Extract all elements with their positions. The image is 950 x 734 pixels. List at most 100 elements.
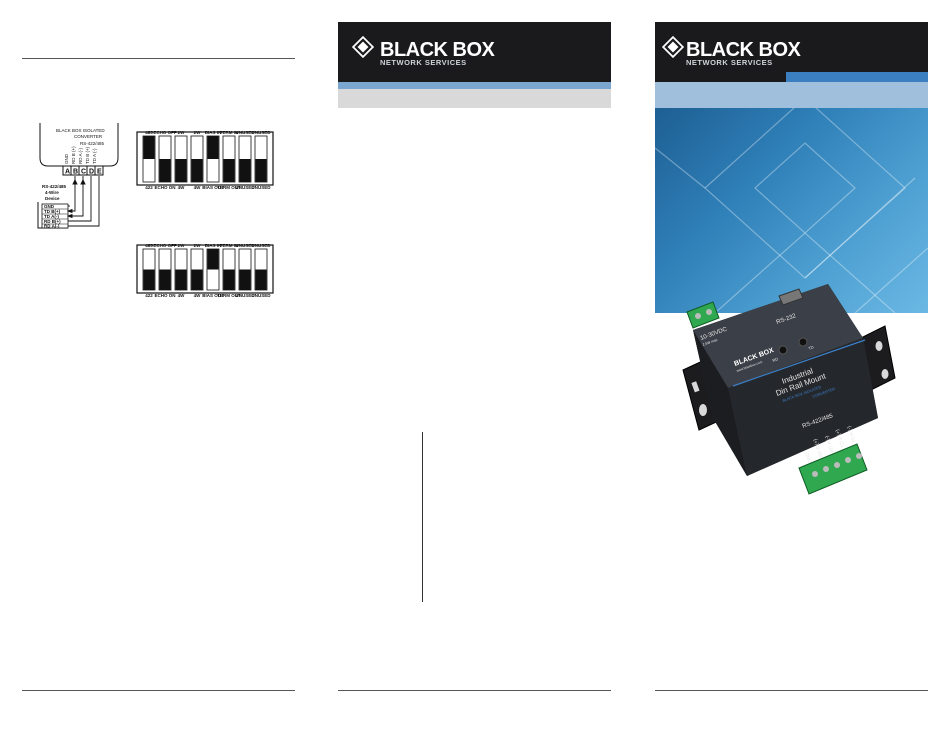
switch-lever xyxy=(143,269,155,290)
switch-bottom-label: 422 xyxy=(145,185,153,190)
switch-lever xyxy=(207,136,219,159)
terminal-c: C xyxy=(81,169,86,176)
switch-bottom-label: UNUSED xyxy=(251,185,271,190)
device-label-2: 4-Wire xyxy=(45,190,59,195)
switch-top-label: BIAS IN xyxy=(205,243,222,248)
switch-bottom-label: ECHO ON xyxy=(154,185,175,190)
vertical-rule xyxy=(422,432,423,602)
switch-bottom-label: 4W xyxy=(194,185,202,190)
rd-label: RD xyxy=(772,356,779,363)
bottom-pin-3: RD A (-) xyxy=(824,434,836,453)
cover-brand-logo-sub: NETWORK SERVICES xyxy=(686,58,773,67)
rd-led xyxy=(778,345,788,355)
black-box-diamond-icon xyxy=(352,36,374,58)
power-terminal xyxy=(686,301,720,329)
device-pin-2: TD B(+) xyxy=(44,209,61,214)
terminal-block: A B C D E xyxy=(62,165,104,176)
gray-band xyxy=(338,89,611,108)
cover-brand-logo-text: BLACK BOX xyxy=(686,39,801,61)
switch-bottom-label: UNUSED xyxy=(235,293,255,298)
device-body xyxy=(693,284,878,476)
switch-bottom-label: 4W xyxy=(194,293,202,298)
top-rule xyxy=(22,58,295,59)
switch-bottom-label: BIAS OUT xyxy=(202,185,224,190)
switch-lever xyxy=(175,269,187,290)
switch-top-label: TERM IN xyxy=(220,130,239,135)
brand-logo-text: BLACK BOX xyxy=(380,39,495,61)
switch-top-label: UNUSED xyxy=(235,130,255,135)
switch-top-label: ECHO OFF xyxy=(153,243,177,248)
module-label: RS-422/485 xyxy=(80,141,105,146)
black-box-diamond-icon xyxy=(662,36,684,58)
cover-accent-band xyxy=(786,72,928,82)
switch-lever xyxy=(207,249,219,270)
pin-text-4: TD B (+) xyxy=(85,146,90,164)
switch-top-label: UNUSED xyxy=(235,243,255,248)
switch-bottom-label: UNUSED xyxy=(235,185,255,190)
rs232-connector xyxy=(778,288,804,306)
terminal-d: D xyxy=(89,169,94,176)
switch-top-label: TERM IN xyxy=(220,243,239,248)
left-bottom-rule xyxy=(22,690,295,691)
switch-lever xyxy=(191,159,203,182)
panel-right: BLACK BOX NETWORK SERVICES xyxy=(633,0,950,734)
switch-lever xyxy=(239,159,251,182)
switch-lever xyxy=(159,159,171,182)
switch-top-label: 485 xyxy=(145,130,153,135)
wires xyxy=(66,176,100,227)
switch-top-label: BIAS IN xyxy=(205,130,222,135)
device-label-1: RS-422/485 xyxy=(42,184,67,189)
product-line-4: CONVERTER xyxy=(812,387,836,399)
switch-lever xyxy=(159,269,171,290)
switch-top-label: 2W xyxy=(178,243,186,248)
switch-top-label: 2W xyxy=(194,130,202,135)
switch-lever xyxy=(175,159,187,182)
switch-bottom-label: 422 xyxy=(145,293,153,298)
device-pin-4: RD B(+) xyxy=(44,219,61,224)
converter-module: BLACK BOX ISOLATED CONVERTER RS-422/485 … xyxy=(39,123,119,167)
switch-lever xyxy=(255,269,267,290)
td-label: TD xyxy=(808,344,815,351)
switch-top-label: UNUSED xyxy=(251,130,271,135)
power-sub: 2.5W max xyxy=(702,338,718,347)
switch-bottom-label: 4W xyxy=(178,185,186,190)
switch-top-label: 2W xyxy=(178,130,186,135)
switch-bottom-label: TERM OUT xyxy=(217,293,241,298)
terminal-b: B xyxy=(73,169,78,176)
diamond-pattern xyxy=(655,108,928,313)
pin-text-1: GND xyxy=(64,153,69,164)
td-led xyxy=(798,337,808,347)
bottom-pin-5: TD A (-) xyxy=(846,425,858,444)
wiring-diagram: BLACK BOX ISOLATED CONVERTER RS-422/485 … xyxy=(37,123,274,298)
device-pin-box: GND TD B(+) TD A(-) RD B(+) RD A(-) xyxy=(37,202,69,229)
switch-bottom-label: BIAS OUT xyxy=(202,293,224,298)
switch-bottom-label: UNUSED xyxy=(251,293,271,298)
pin-text-2: RD B (+) xyxy=(71,146,76,164)
product-photo: 10-30VDC 2.5W max RS-232 BLACK BOX www.b… xyxy=(682,284,896,495)
cover-light-band xyxy=(655,82,928,108)
switch-bottom-label: ECHO ON xyxy=(154,293,175,298)
device-pin-3: TD A(-) xyxy=(44,214,59,219)
switch-lever xyxy=(143,136,155,159)
switch-lever xyxy=(223,269,235,290)
switch-top-label: UNUSED xyxy=(251,243,271,248)
rs485-terminal xyxy=(798,443,868,495)
switch-lever xyxy=(239,269,251,290)
switch-lever xyxy=(191,269,203,290)
cover-graphic xyxy=(655,108,928,313)
device-pin-5: RD A(-) xyxy=(44,224,60,229)
brand-logo-sub: NETWORK SERVICES xyxy=(380,58,467,67)
switch-top-label: 485 xyxy=(145,243,153,248)
terminal-e: E xyxy=(97,169,102,176)
device-pin-1: GND xyxy=(44,204,55,209)
header-block: BLACK BOX NETWORK SERVICES xyxy=(338,22,611,82)
pin-text-3: RD A (-) xyxy=(78,147,83,164)
switch-bottom-label: TERM OUT xyxy=(217,185,241,190)
cover-bottom-rule xyxy=(655,690,928,691)
module-subtitle: CONVERTER xyxy=(74,134,103,139)
module-title: BLACK BOX ISOLATED xyxy=(56,128,105,133)
panel-middle: BLACK BOX NETWORK SERVICES xyxy=(316,0,633,734)
switch-lever xyxy=(223,159,235,182)
